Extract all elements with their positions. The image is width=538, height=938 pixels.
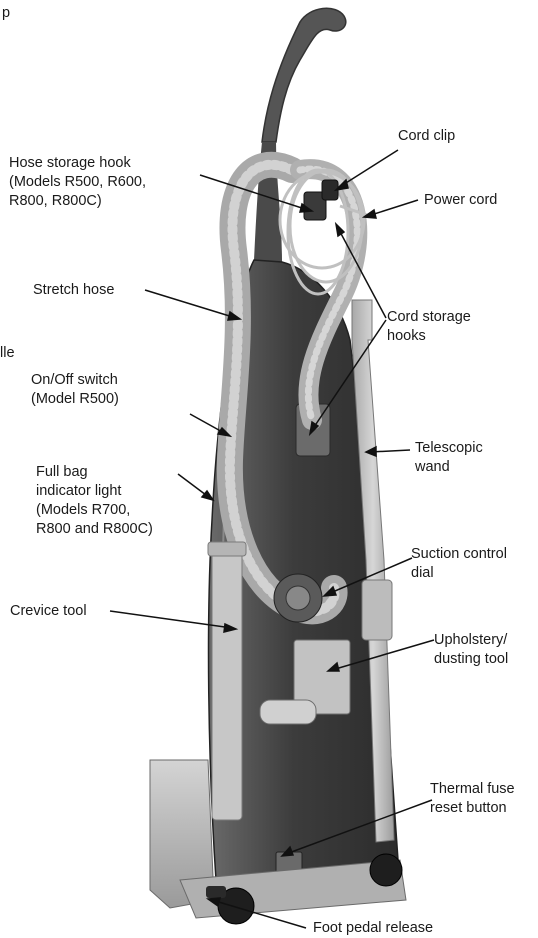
label-cord-clip: Cord clip [398,127,455,146]
crevice-tool [208,542,246,820]
label-on-off-switch: On/Off switch (Model R500) [31,371,119,409]
label-power-cord: Power cord [424,191,497,210]
label-upholstery-tool: Upholstery/ dusting tool [434,631,508,669]
rear-wheel-right [370,854,402,886]
label-full-bag-indicator: Full bag indicator light (Models R700, R… [36,463,153,539]
label-suction-control-dial: Suction control dial [411,545,507,583]
label-cord-storage-hooks: Cord storage hooks [387,308,471,346]
label-hose-storage-hook: Hose storage hook (Models R500, R600, R8… [9,154,146,211]
suction-control-dial [274,574,322,622]
label-stretch-hose: Stretch hose [33,281,114,300]
label-foot-pedal-release: Foot pedal release [313,919,433,938]
handle [254,8,346,262]
label-telescopic-wand: Telescopic wand [415,439,483,477]
label-thermal-fuse-reset: Thermal fuse reset button [430,780,515,818]
foot-pedal [206,886,226,898]
edge-fragment-middle: lle [0,344,15,363]
edge-fragment-top: p [2,4,10,23]
label-crevice-tool: Crevice tool [10,602,87,621]
